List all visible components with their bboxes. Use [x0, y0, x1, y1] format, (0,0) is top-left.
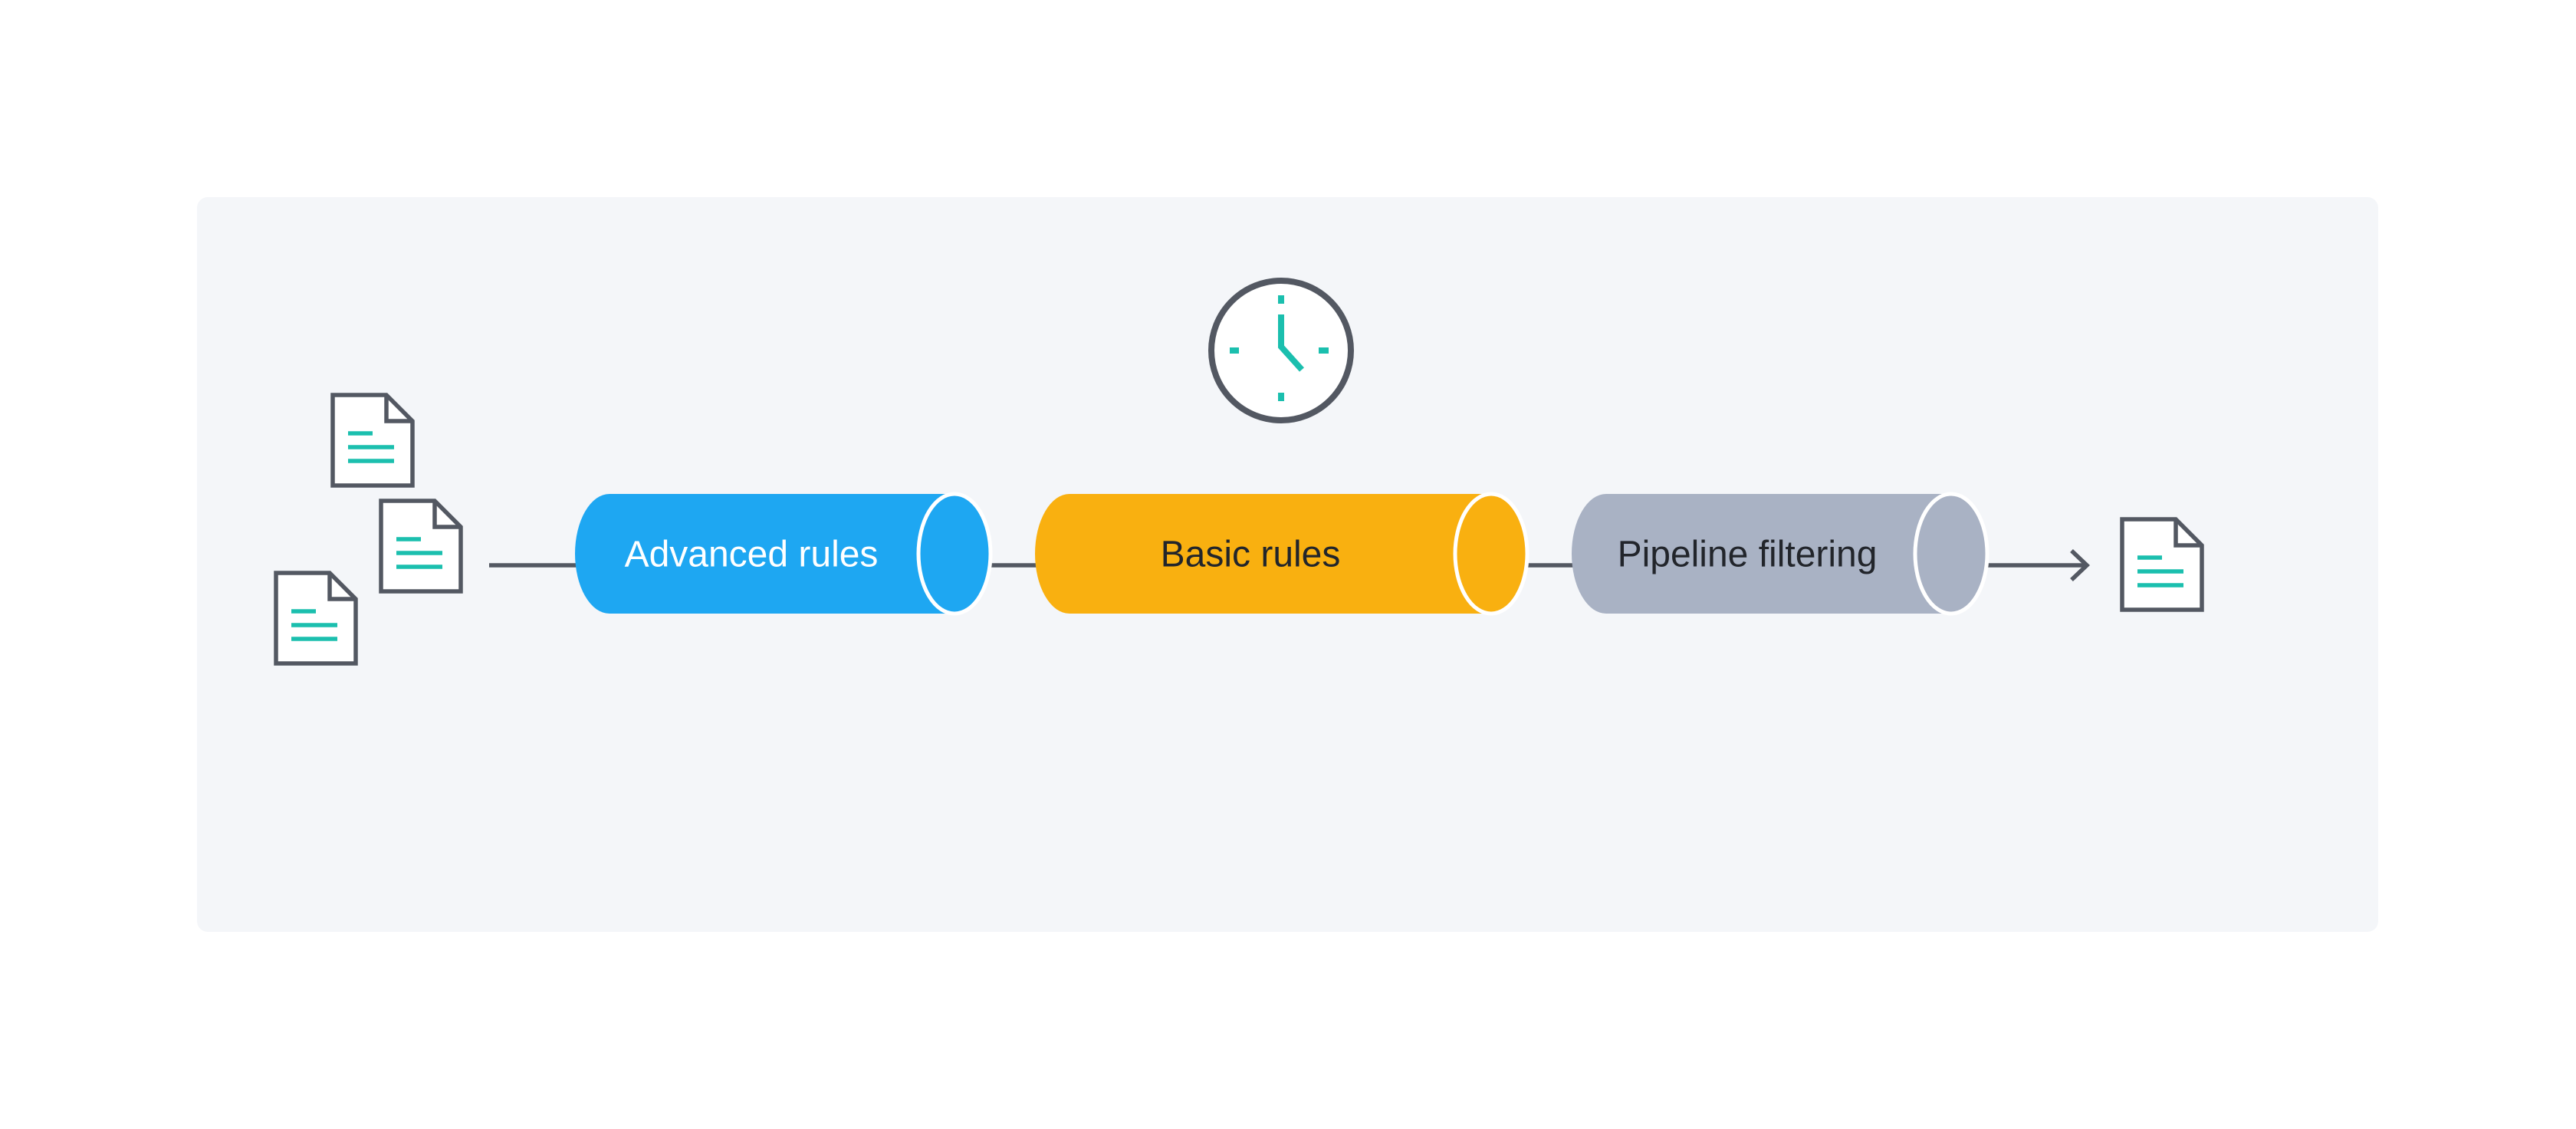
document-icon [381, 501, 461, 591]
stage-label: Pipeline filtering [1618, 535, 1878, 575]
arrow-right-icon [2070, 549, 2090, 581]
stage-body [575, 494, 956, 614]
stage-body [1572, 494, 1953, 614]
output-document-icon [2122, 519, 2202, 610]
clock-icon [1208, 278, 1354, 423]
stage-basic-rules: Basic rules [1035, 492, 1530, 616]
stage-advanced-rules: Advanced rules [575, 492, 993, 616]
document-icon [333, 395, 412, 486]
input-documents [276, 395, 461, 663]
stage-label: Advanced rules [625, 535, 879, 575]
stage-cap [1453, 492, 1530, 616]
stage-cap [1913, 492, 1990, 616]
stage-cap [916, 492, 993, 616]
stage-body [1035, 494, 1493, 614]
stage-label: Basic rules [1161, 535, 1341, 575]
document-icon [276, 573, 356, 663]
stage-pipeline-filtering: Pipeline filtering [1572, 492, 1990, 616]
